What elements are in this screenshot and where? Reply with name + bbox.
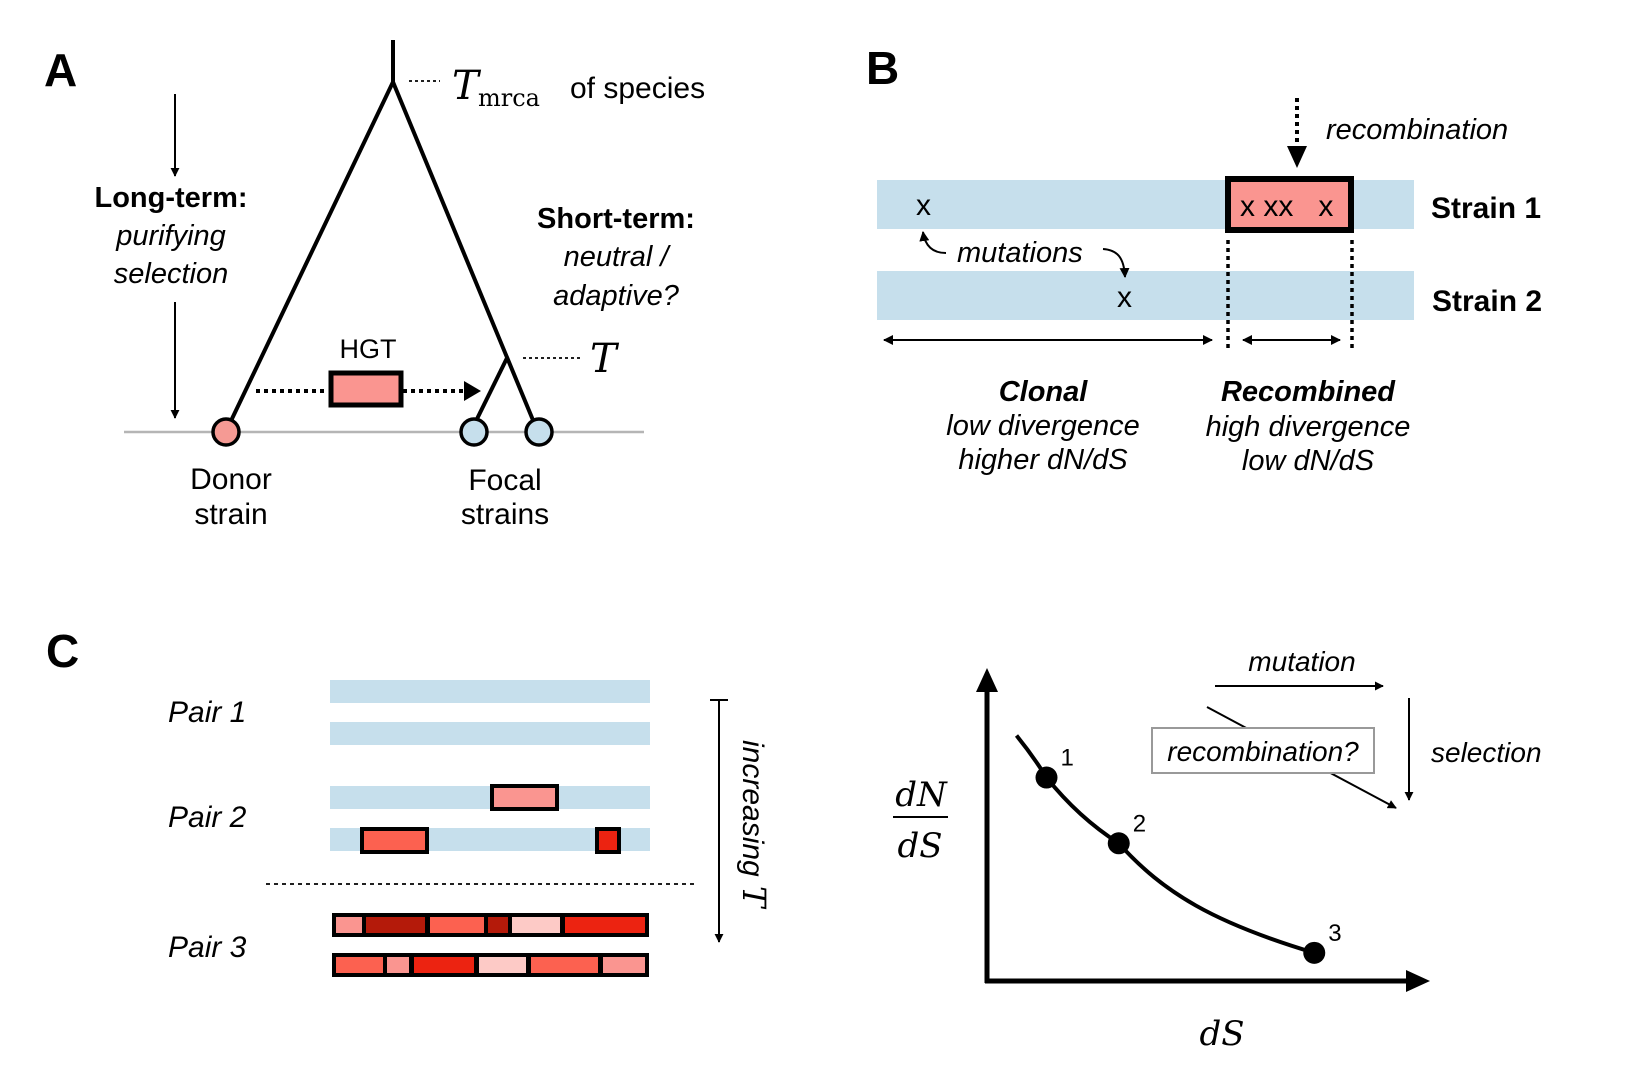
donor-label-line1: Donor: [190, 463, 272, 496]
clonal-line1: low divergence: [946, 410, 1139, 442]
strain-2-label: Strain 2: [1432, 285, 1542, 318]
strain-2-mutation-mark: x: [1117, 281, 1132, 314]
pair-3-strain-b-bar: [332, 953, 649, 977]
pair-2-label: Pair 2: [168, 801, 247, 834]
pair-3-segment: [488, 917, 508, 933]
y-axis-arrowhead: [976, 668, 998, 692]
strain-1-label: Strain 1: [1431, 192, 1541, 225]
increasing-t-label: increasing T: [735, 740, 773, 910]
hgt-segment: [328, 370, 404, 408]
pair-1-strain-b-bar: [330, 722, 650, 745]
pair-3-segment: [603, 957, 645, 973]
focal-label-line1: Focal: [468, 464, 541, 497]
mutations-curved-arrow-right: [1102, 248, 1130, 278]
pair-3-segment: [387, 957, 409, 973]
pair-3-segment: [531, 957, 598, 973]
pair-1-strain-a-bar: [330, 680, 650, 703]
tree-branch-donor: [227, 81, 395, 426]
recombined-line2: low dN/dS: [1242, 445, 1375, 477]
data-point-label: 2: [1133, 810, 1146, 837]
focal-label-line2: strains: [461, 498, 549, 531]
donor-label-line2: strain: [194, 498, 267, 531]
panel-a: A T mrca of species T Long-term: purifyi…: [44, 40, 705, 531]
tmrca-subscript: mrca: [478, 84, 540, 112]
pair-3-segment: [336, 957, 383, 973]
data-point-3: [1303, 941, 1326, 964]
y-axis-label-denominator: dS: [897, 826, 942, 866]
long-term-line1: purifying: [115, 220, 226, 252]
pair-3-segment: [479, 957, 526, 973]
mutations-label: mutations: [957, 237, 1083, 269]
tree-branch-focal-split: [472, 357, 509, 426]
data-point-label: 3: [1328, 920, 1341, 947]
panel-b-letter: B: [866, 42, 899, 94]
dnds-chart: dN dS dS 1 2 3 mutation selection recombin…: [893, 646, 1542, 1054]
pair-3-segment: [512, 917, 560, 933]
mutation-annotation: mutation: [1248, 646, 1355, 677]
tree-branch-focal: [391, 81, 537, 426]
hgt-arrowhead: [464, 381, 481, 401]
clonal-title: Clonal: [999, 376, 1089, 408]
mutations-curved-arrow-left: [919, 231, 947, 254]
panel-c-pairs: C Pair 1 Pair 2 Pair 3: [46, 625, 773, 977]
recombination-label: recombination: [1326, 114, 1508, 146]
tmrca-symbol: T: [452, 63, 482, 109]
pair-3-segment: [565, 917, 645, 933]
strain-2-bar: [877, 271, 1414, 320]
recombined-segment: [1225, 176, 1354, 233]
recombination-annotation: recombination?: [1167, 736, 1359, 767]
pair-3-segment: [414, 957, 474, 973]
clonal-line2: higher dN/dS: [958, 444, 1128, 476]
recombined-mutation-marks: x xx x: [1240, 190, 1333, 223]
short-term-line2: adaptive?: [553, 280, 680, 312]
strain-1-mutation-mark: x: [916, 189, 931, 222]
panel-a-letter: A: [44, 44, 77, 96]
focal-strain-node: [524, 417, 554, 447]
pair-3-segment: [336, 917, 362, 933]
focal-strain-node: [459, 417, 489, 447]
long-term-title: Long-term:: [94, 182, 247, 214]
data-point-1: [1035, 766, 1058, 789]
pair-3-strain-a-bar: [332, 913, 649, 937]
t-symbol: T: [590, 336, 620, 382]
panel-b: B recombination x xx x x x mutations Str…: [866, 42, 1542, 477]
pair-3-label: Pair 3: [168, 931, 247, 964]
pair-1-label: Pair 1: [168, 696, 246, 729]
recombination-annotation-box: [1151, 727, 1375, 774]
long-term-line2: selection: [114, 258, 228, 290]
pair-2-recombined-segment: [360, 827, 429, 854]
short-term-line1: neutral /: [564, 241, 672, 273]
short-term-title: Short-term:: [537, 203, 695, 235]
pair-3-segment: [366, 917, 425, 933]
data-point-label: 1: [1061, 745, 1074, 772]
recombined-title: Recombined: [1221, 376, 1396, 408]
pair-2-recombined-segment: [490, 784, 559, 811]
curve-layer: 1 2 3: [1014, 734, 1342, 964]
pair-2-recombined-segment: [595, 827, 621, 854]
recombination-arrowhead: [1287, 146, 1307, 168]
panel-c-letter: C: [46, 625, 79, 677]
tmrca-suffix: of species: [570, 72, 705, 105]
hgt-label: HGT: [340, 334, 397, 364]
y-axis-label-numerator: dN: [895, 775, 948, 815]
data-point-2: [1107, 832, 1130, 855]
increasing-t-symbol: T: [735, 886, 773, 910]
x-axis-arrowhead: [1406, 970, 1430, 992]
selection-annotation: selection: [1431, 737, 1542, 768]
x-axis-label: dS: [1199, 1014, 1244, 1054]
recombined-line1: high divergence: [1206, 411, 1411, 443]
pair-3-segment: [430, 917, 484, 933]
increasing-label: increasing: [736, 740, 769, 877]
donor-strain-node: [211, 417, 241, 447]
